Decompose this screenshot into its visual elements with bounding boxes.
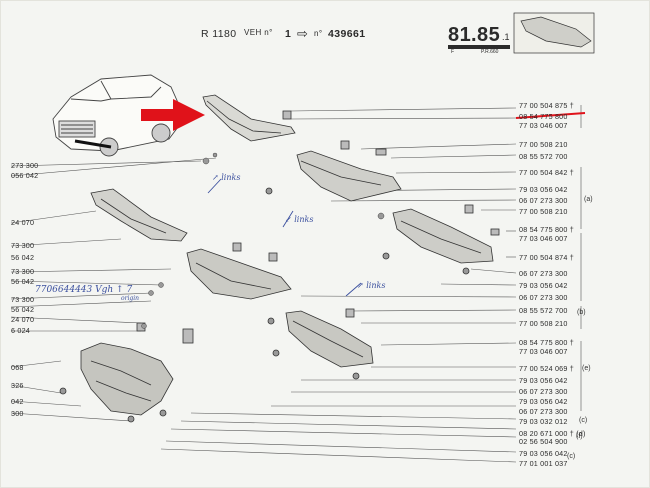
page-small-pr: P.R.660 [481,49,499,55]
right-ref: 79 03 056 042 [519,449,568,458]
handwritten-note-2: ↙ links [285,215,314,224]
part-lower-shield [267,308,374,380]
part-left-shield [90,187,273,242]
right-ref: 02 56 504 900 [519,437,568,446]
group-letter-f: (f) [576,433,583,440]
left-ref: 56 042 [11,253,35,262]
part-upper-guard [202,94,296,142]
red-arrow-marker [141,99,205,131]
part-center-shield [186,242,292,300]
page-small-f: F [451,49,455,55]
left-ref: 056 042 [11,171,39,180]
right-ref: 77 00 504 842 † [519,168,574,177]
right-ref: 08 20 671 000 † (d) [519,429,586,438]
right-ref: 77 00 508 210 [519,207,568,216]
group-letter-c1: (c) [579,417,588,424]
left-ref: 24 070 [11,218,35,227]
right-ref: 06 07 273 300 [519,196,568,205]
handwritten-note-5: origin [121,295,140,302]
header-veh-number: 1 [285,28,292,40]
right-ref: 08 55 572 700 [519,152,568,161]
handwritten-note-3: ↗ links [357,281,386,290]
right-ref: 77 03 046 007 [519,347,568,356]
right-ref: 06 07 273 300 [519,387,568,396]
part-floor-shield [59,322,194,423]
right-ref: 77 00 524 069 † [519,364,574,373]
right-ref: 79 03 056 042 [519,185,568,194]
right-ref: 06 07 273 300 [519,293,568,302]
group-letter-a: (a) [584,196,593,203]
left-ref: 56 042 [11,305,35,314]
left-ref: 24 070 [11,315,35,324]
right-ref: 79 03 032 012 [519,417,568,426]
page-number-suffix: .1 [502,32,510,42]
right-ref: 08 55 572 700 [519,306,568,315]
right-ref: 79 03 056 042 [519,376,568,385]
left-ref: 273 300 [11,161,39,170]
page-number-main: 81 [448,24,472,46]
right-ref: 79 03 056 042 [519,397,568,406]
left-ref: 300 [11,409,24,418]
left-ref: 56 042 [11,277,35,286]
left-ref: 6 024 [11,326,30,335]
right-ref: 06 07 273 300 [519,269,568,278]
group-letter-b: (b) [577,309,586,316]
header-veh-label: VEH n° [244,28,273,37]
header-arrow: ⇨ [297,26,309,41]
left-ref: 068 [11,363,24,372]
header-rule [448,45,510,49]
right-ref: 08 54 775 800 † [519,225,574,234]
header-number: 439661 [328,28,366,40]
right-ref: 08 54 775 800 [519,112,568,121]
left-ref: 73 300 [11,241,35,250]
car-drawing [52,74,182,157]
left-ref: 73 300 [11,267,35,276]
red-underline [515,112,586,119]
right-ref: 77 01 001 037 [519,459,568,468]
right-ref: 06 07 273 300 [519,407,568,416]
right-ref: 79 03 056 042 [519,281,568,290]
handwritten-note-4: 7706644443 Vgh ↑ 7 [35,285,133,295]
left-ref: 73 300 [11,295,35,304]
header-ref: R 1180 [201,28,237,40]
left-ref: 326 [11,381,24,390]
right-ref: 77 03 046 007 [519,121,568,130]
thumbnail-part [513,12,595,54]
handwritten-note-1: ↗ links [212,173,241,182]
header-n-label: n° [314,29,323,38]
right-ref: 77 03 046 007 [519,234,568,243]
part-right-panel [382,204,500,275]
group-letter-c2: (c) [567,453,576,460]
right-ref: 77 00 508 210 [519,319,568,328]
group-letter-e: (e) [582,365,591,372]
right-ref: 08 54 775 800 † [519,338,574,347]
page-number-sub: .85 [471,24,501,46]
right-ref: 77 00 508 210 [519,140,568,149]
left-ref: 042 [11,397,24,406]
right-ref: 77 00 504 875 † [519,101,574,110]
right-ref: 77 00 504 874 † [519,253,574,262]
part-side-panel-1 [296,140,402,202]
